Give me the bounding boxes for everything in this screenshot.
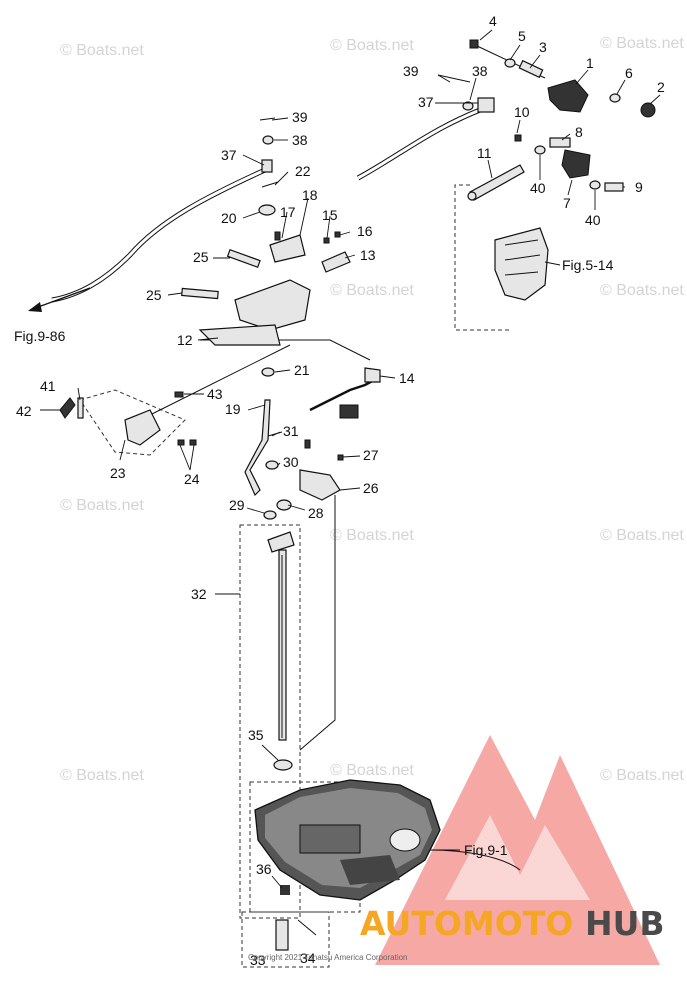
callout-25: 25 [146,287,162,303]
callout-37: 37 [221,147,237,163]
brand-logo-mark [375,735,660,965]
callout-36: 36 [256,861,272,877]
callout-22: 22 [295,163,311,179]
callout-11: 11 [477,145,492,161]
callout-40: 40 [585,212,601,228]
callout-8: 8 [575,124,583,140]
watermark: © Boats.net [330,37,414,54]
callout-14: 14 [399,370,415,386]
callout-37: 37 [418,94,434,110]
callout-1: 1 [586,55,594,71]
callout-3: 3 [539,39,547,55]
callout-32: 32 [191,586,207,602]
brand-text-part2: HUB [585,904,665,943]
watermark: © Boats.net [600,35,684,52]
callout-12: 12 [177,332,193,348]
callout-34: 34 [300,950,316,966]
callout-35: 35 [248,727,264,743]
callout-41: 41 [40,378,56,394]
cables [51,107,521,871]
callout-20: 20 [221,210,237,226]
callout-21: 21 [294,362,310,378]
brand-wordmark: AUTOMOTO HUB [360,904,665,943]
leader-lines [40,29,661,889]
watermark: © Boats.net [600,282,684,299]
callout-15: 15 [322,207,338,223]
brand-text-part1: AUTOMOTO [360,904,573,943]
watermark: © Boats.net [600,767,684,784]
callout-31: 31 [283,423,299,439]
callout-labels: 4 5 3 1 6 2 39 38 37 10 8 11 40 7 9 40 F… [14,13,665,968]
callout-23: 23 [110,465,126,481]
callout-42: 42 [16,403,32,419]
left-bracket-group [59,391,197,446]
callout-28: 28 [308,505,324,521]
callout-5: 5 [518,28,526,44]
callout-38: 38 [472,63,488,79]
watermarks: © Boats.net © Boats.net © Boats.net © Bo… [60,35,684,784]
callout-16: 16 [357,223,373,239]
callout-25: 25 [193,249,209,265]
callout-43: 43 [207,386,223,402]
watermark: © Boats.net [330,282,414,299]
fig-9-1-housing [254,779,441,901]
arrow-fig-9-86 [28,287,91,312]
callout-6: 6 [625,65,633,81]
shift-rod [267,531,295,771]
callout-27: 27 [363,447,379,463]
callout-19: 19 [225,401,241,417]
upper-right-assembly [437,39,656,201]
bottom-parts [275,919,317,951]
callout-40: 40 [530,180,546,196]
callout-38: 38 [292,132,308,148]
callout-29: 29 [229,497,245,513]
callout-24: 24 [184,471,200,487]
watermark: © Boats.net [60,497,144,514]
watermark: © Boats.net [60,767,144,784]
fig-ref-9-86: Fig.9-86 [14,328,66,344]
callout-26: 26 [363,480,379,496]
callout-9: 9 [635,179,643,195]
fig-ref-5-14: Fig.5-14 [562,257,614,273]
callout-33: 33 [250,952,266,968]
watermark: © Boats.net [330,762,414,779]
callout-7: 7 [563,195,571,211]
callout-39: 39 [403,63,419,79]
watermark: © Boats.net [600,527,684,544]
callout-13: 13 [360,247,376,263]
callout-4: 4 [489,13,497,29]
watermark: © Boats.net [60,42,144,59]
fig-ref-9-1: Fig.9-1 [464,842,508,858]
callout-18: 18 [302,187,318,203]
callout-30: 30 [283,454,299,470]
center-mechanism [181,117,381,520]
watermark: © Boats.net [330,527,414,544]
callout-10: 10 [514,104,530,120]
copyright-text: Copyright 2021 Tohatsu America Corporati… [248,953,408,962]
fig-5-14-component [494,227,549,301]
callout-2: 2 [657,79,665,95]
callout-17: 17 [280,204,296,220]
callout-39: 39 [292,109,308,125]
